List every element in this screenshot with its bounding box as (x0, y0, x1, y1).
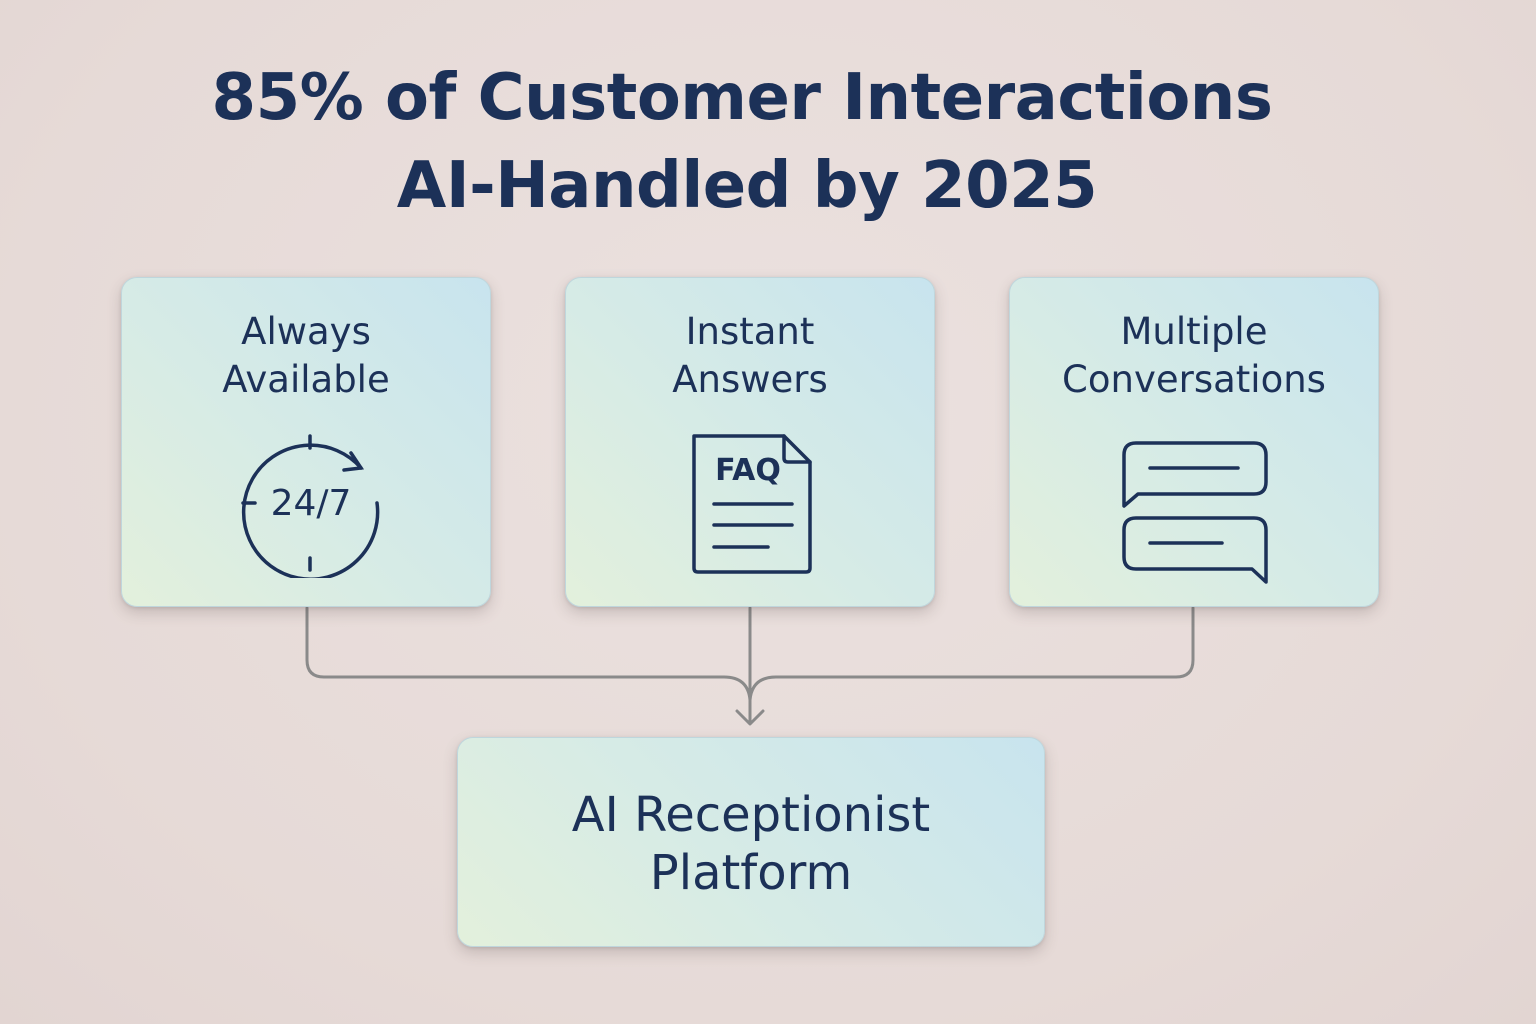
feature-card-label: Multiple Conversations (1010, 308, 1378, 404)
connector-right (748, 606, 1195, 702)
platform-card: AI Receptionist Platform (457, 737, 1045, 947)
feature-card-instant-answers: Instant Answers FAQ (565, 277, 935, 607)
feature-label-line-2: Answers (672, 358, 828, 401)
feature-label-line-2: Conversations (1062, 358, 1326, 401)
connector-left (305, 606, 752, 724)
feature-label-line-1: Always (241, 310, 371, 353)
feature-card-label: Always Available (122, 308, 490, 404)
clock-icon-text: 24/7 (271, 483, 352, 524)
chat-bubbles-icon (1122, 441, 1268, 584)
platform-label-line-2: Platform (649, 845, 853, 901)
feature-card-always-available: Always Available 24/7 (121, 277, 491, 607)
connector-arrowhead (735, 709, 765, 726)
feature-card-label: Instant Answers (566, 308, 934, 404)
feature-card-multiple-conversations: Multiple Conversations (1009, 277, 1379, 607)
feature-label-line-2: Available (222, 358, 390, 401)
title-line-2: AI-Handled by 2025 (396, 149, 1098, 223)
platform-label-line-1: AI Receptionist (571, 787, 931, 843)
page-title: 85% of Customer Interactions AI-Handled … (0, 54, 1484, 230)
faq-icon-text: FAQ (715, 453, 781, 488)
feature-label-line-1: Multiple (1120, 310, 1268, 353)
faq-document-icon: FAQ (692, 434, 812, 574)
feature-label-line-1: Instant (685, 310, 815, 353)
clock-24-7-icon: 24/7 (241, 434, 380, 578)
title-line-1: 85% of Customer Interactions (211, 61, 1273, 135)
platform-card-label: AI Receptionist Platform (458, 786, 1044, 902)
